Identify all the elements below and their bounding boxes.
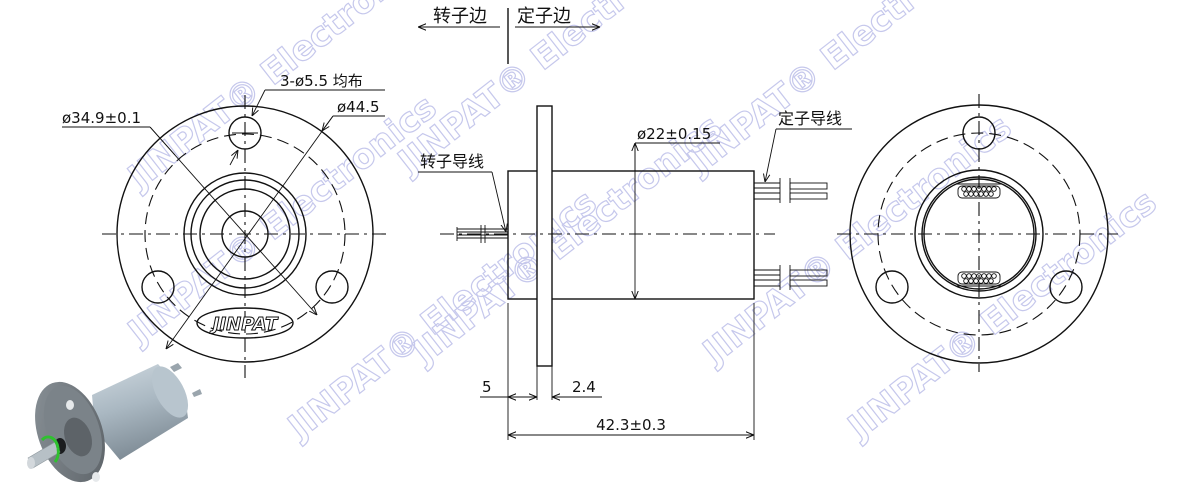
stator-wires-bottom	[754, 265, 828, 290]
rear-view	[837, 94, 1118, 372]
outer-diameter-dim: ø44.5	[337, 98, 380, 116]
isometric-render	[27, 363, 202, 483]
mount-hole	[141, 270, 175, 304]
stator-side-label: 定子边	[517, 6, 571, 27]
side-indicator: 转子边 定子边	[418, 6, 600, 64]
body-diameter-dim: ø22±0.15	[637, 125, 711, 143]
rotor-wires	[456, 225, 508, 243]
rotor-offset-dim: 5	[482, 378, 492, 396]
rotor-side-label: 转子边	[433, 6, 487, 27]
mount-hole	[875, 270, 909, 304]
front-view: JINPAT ø34.9±0.1 ø44.5 3-ø5.5 均布	[62, 72, 388, 378]
watermark-layer: JINPAT® Electronics JINPAT® Electronics …	[119, 0, 1165, 449]
side-view: ø22±0.15 转子导线 定子导线 5 2.4 42.3±0.3	[418, 105, 852, 440]
flange-thickness-dim: 2.4	[572, 378, 596, 396]
stator-wire-label: 定子导线	[778, 109, 842, 128]
watermark: JINPAT® Electronics	[119, 0, 444, 198]
stator-wires-top	[754, 178, 828, 203]
total-length-dim: 42.3±0.3	[596, 416, 666, 434]
wire-bundle-top	[956, 183, 1002, 199]
wire-bundle-bottom	[956, 271, 1002, 287]
mount-hole	[1049, 270, 1083, 304]
hole-spec-dim: 3-ø5.5 均布	[280, 72, 363, 90]
watermark: JINPAT® Electronics	[279, 182, 604, 448]
bolt-circle-dim: ø34.9±0.1	[62, 109, 141, 127]
rotor-wire-label: 转子导线	[420, 152, 484, 171]
flange	[536, 105, 553, 367]
mount-hole	[315, 270, 349, 304]
jinpat-logo: JINPAT	[210, 314, 279, 335]
